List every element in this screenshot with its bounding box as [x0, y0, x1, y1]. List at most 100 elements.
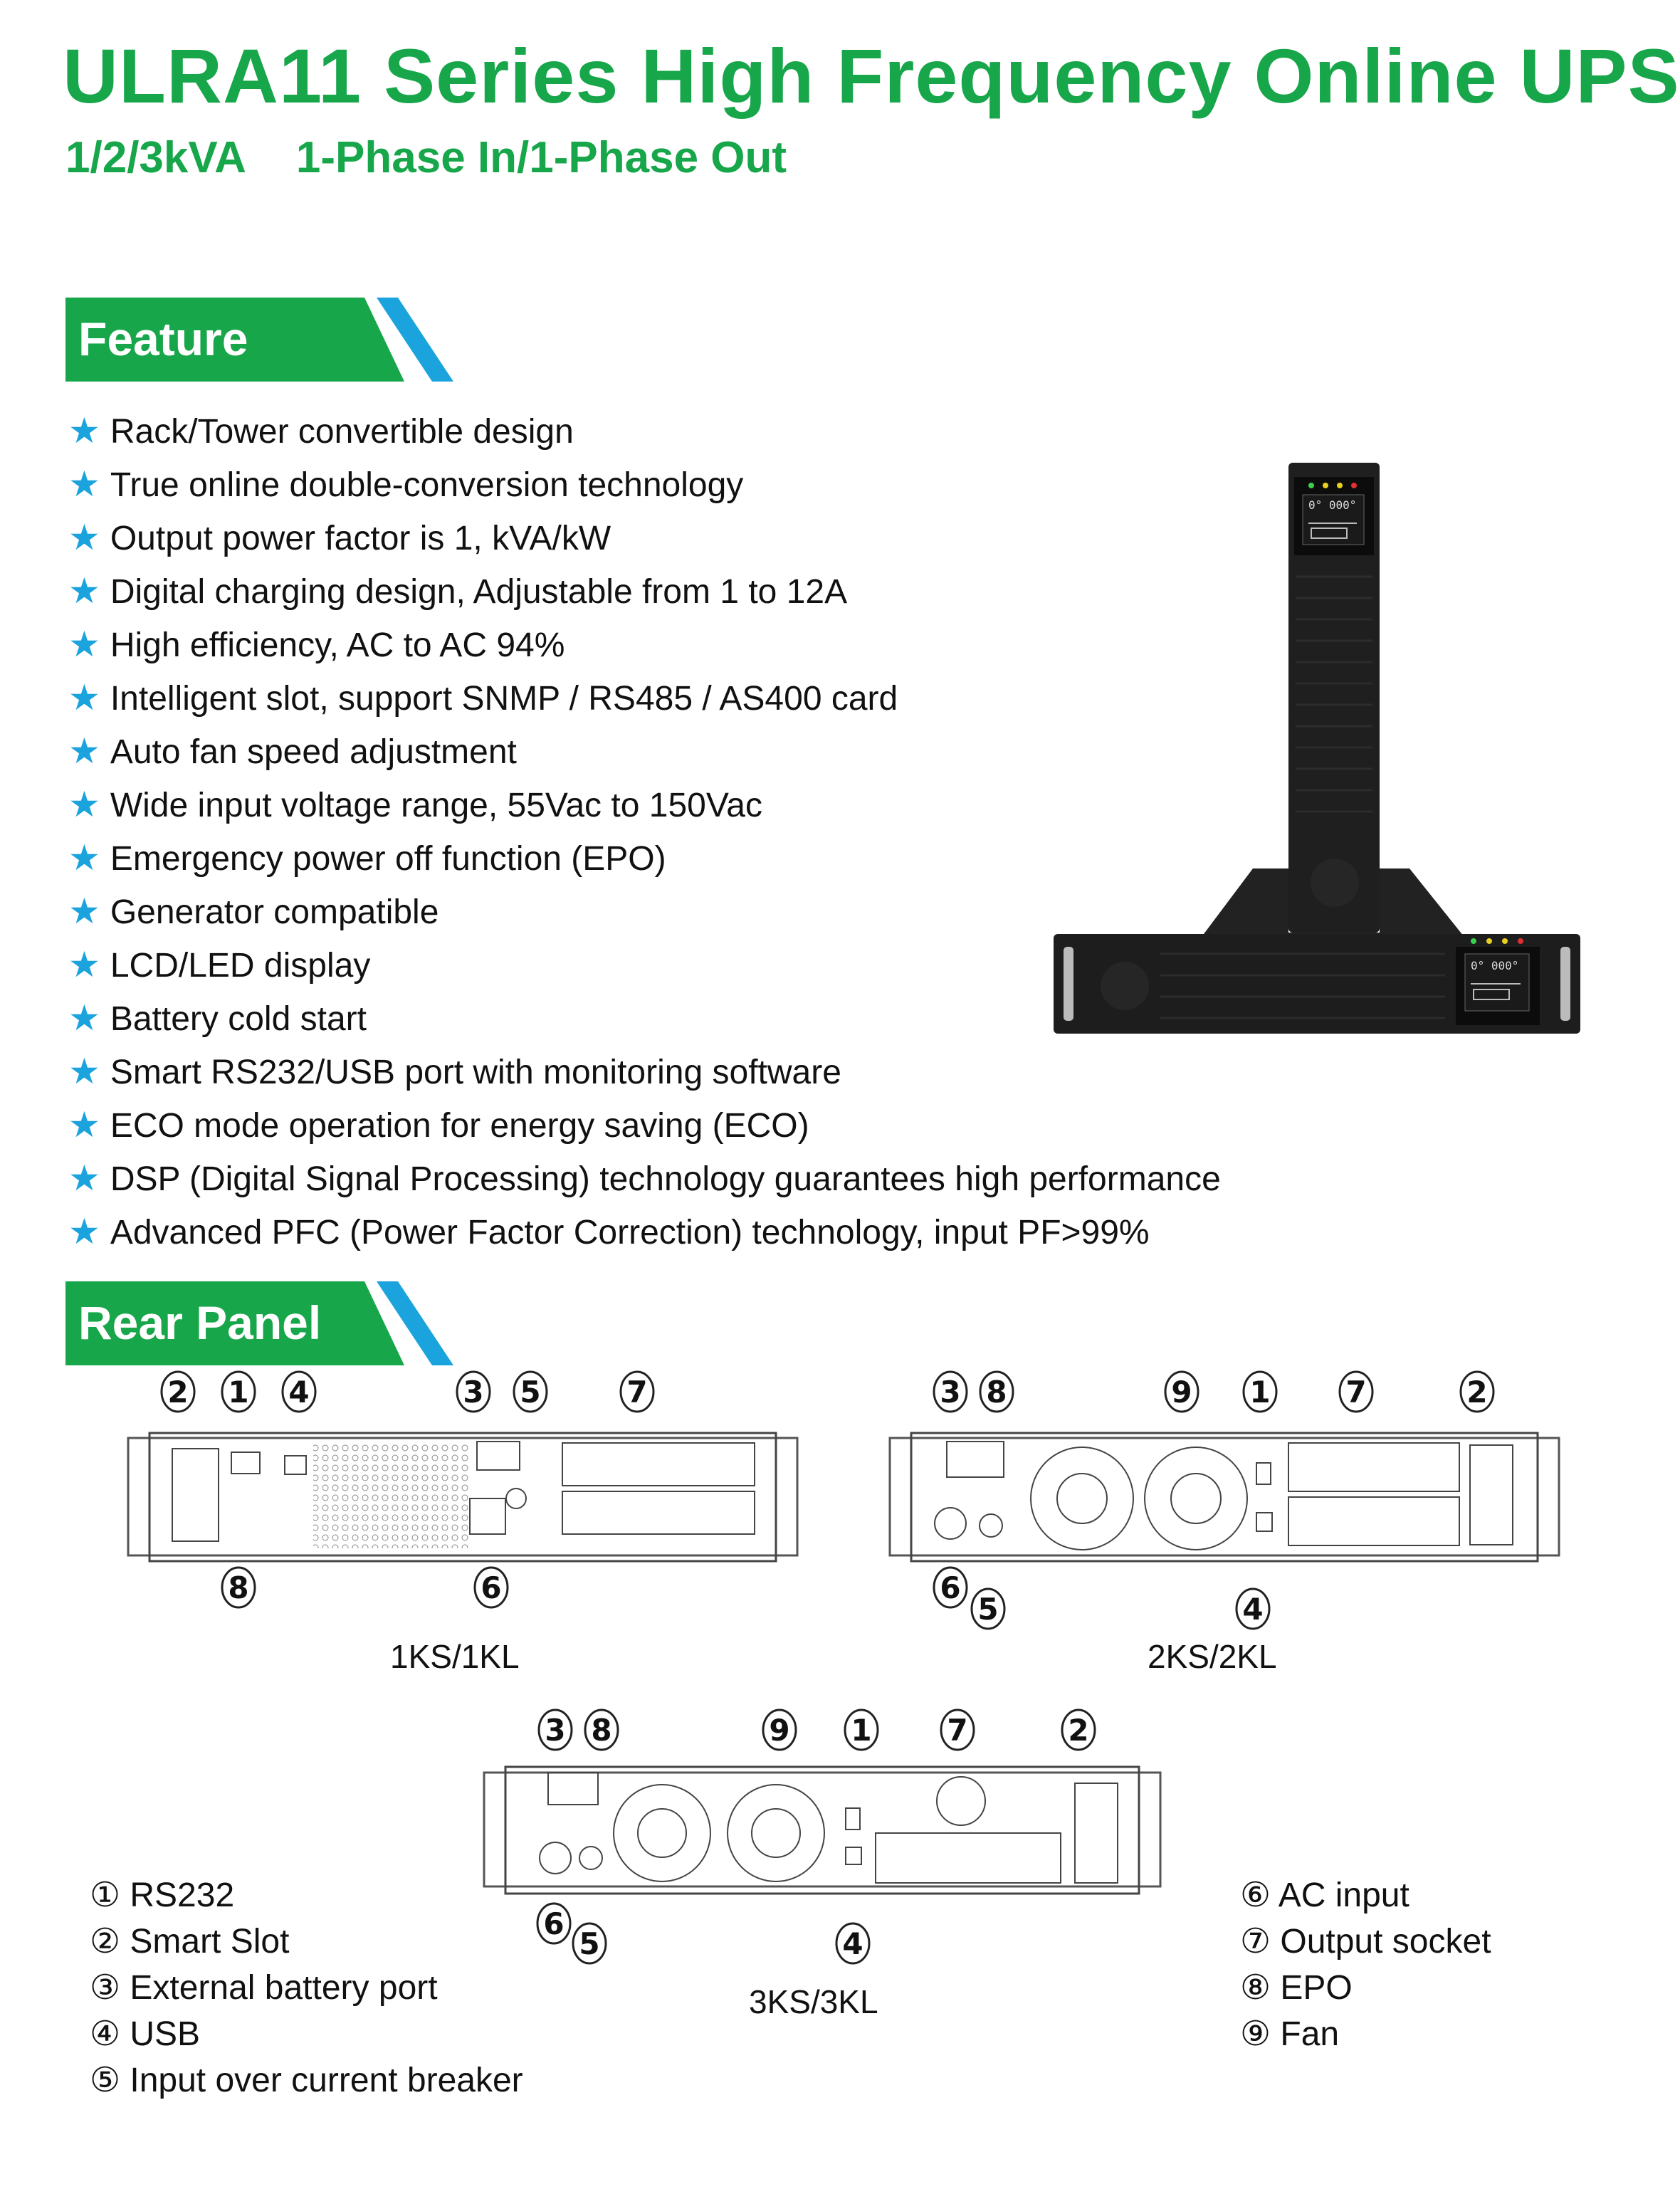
feature-text: DSP (Digital Signal Processing) technolo… [110, 1160, 1221, 1198]
callout-marker: 2 [1061, 1708, 1096, 1751]
callout-marker: 7 [619, 1370, 655, 1413]
callout-marker: 3 [456, 1370, 491, 1413]
feature-item: ★ Rack/Tower convertible design [68, 404, 1221, 458]
feature-item: ★Digital charging design, Adjustable fro… [68, 565, 1221, 618]
callout-marker: 3 [933, 1370, 968, 1413]
rear-panel-section-heading: Rear Panel [65, 1281, 464, 1365]
rear-panel-1k: 2 1 4 3 5 7 8 6 [127, 1370, 799, 1609]
panel-caption-1k: 1KS/1KL [390, 1638, 520, 1675]
callout-marker: 5 [970, 1587, 1006, 1630]
feature-item: ★High efficiency, AC to AC 94% [68, 618, 1221, 671]
bottom-callouts: 6 5 4 [536, 1902, 871, 1965]
feature-text: Emergency power off function (EPO) [110, 840, 666, 878]
top-callouts: 3 8 9 1 7 2 [933, 1370, 1495, 1413]
callout-label: 4 [1242, 1592, 1263, 1627]
callout-marker: 5 [572, 1922, 607, 1965]
feature-item: ★Output power factor is 1, kVA/kW [68, 511, 1221, 565]
star-icon: ★ [68, 624, 100, 664]
callout-label: 6 [481, 1570, 501, 1605]
legend-item: ④ USB [90, 2015, 201, 2053]
legend-item: ③ External battery port [90, 1969, 438, 2007]
callout-label: 9 [1171, 1375, 1192, 1410]
callout-marker: 6 [933, 1566, 968, 1609]
heading-band [65, 1281, 404, 1365]
feature-text: Auto fan speed adjustment [110, 733, 517, 771]
svg-text:0° 000°: 0° 000° [1471, 959, 1518, 972]
callout-label: 8 [228, 1570, 248, 1605]
feature-item: ★ Wide input voltage range, 55Vac to 150V… [68, 778, 1221, 831]
feature-text: Smart RS232/USB port with monitoring sof… [110, 1054, 841, 1091]
page-title: ULRA11 Series High Frequency Online UPS [63, 33, 1680, 119]
bottom-callouts: 6 5 4 [933, 1566, 1271, 1630]
callout-marker: 1 [844, 1708, 879, 1751]
callout-label: 7 [626, 1375, 647, 1410]
callout-label: 3 [463, 1375, 483, 1410]
feature-item: ★LCD/LED display [68, 938, 1221, 992]
phase-label: 1-Phase In/1-Phase Out [295, 133, 787, 182]
callout-label: 2 [1068, 1713, 1088, 1748]
feature-text: Rack/Tower convertible design [110, 413, 574, 451]
legend-item: ⑧ EPO [1240, 1969, 1353, 2007]
feature-section-heading: Feature [65, 298, 464, 382]
callout-label: 5 [520, 1375, 540, 1410]
callout-marker: 4 [835, 1922, 871, 1965]
star-icon: ★ [68, 998, 100, 1038]
rear-panel-2k: 3 8 9 1 7 2 6 5 4 [888, 1370, 1560, 1630]
bottom-callouts: 8 6 [221, 1566, 509, 1609]
star-icon: ★ [68, 1105, 100, 1145]
star-icon: ★ [68, 1158, 100, 1198]
legend-item: ⑨ Fan [1240, 2015, 1340, 2053]
callout-label: 6 [940, 1570, 960, 1605]
feature-item: ★Auto fan speed adjustment [68, 725, 1221, 778]
callout-marker: 3 [537, 1708, 573, 1751]
feature-item: ★Smart RS232/USB port with monitoring so… [68, 1045, 1221, 1098]
callout-marker: 4 [1235, 1587, 1271, 1630]
legend-item: ② Smart Slot [90, 1923, 290, 1960]
callout-marker: 1 [221, 1370, 256, 1413]
callout-label: 7 [947, 1713, 967, 1748]
callout-marker: 4 [281, 1370, 317, 1413]
star-icon: ★ [68, 571, 100, 611]
feature-list: ★Rack/Tower convertible design★True onli… [68, 404, 1221, 1259]
callout-label: 1 [851, 1713, 871, 1748]
feature-heading-label: Feature [78, 313, 248, 365]
feature-item: ★ Emergency power off function (EPO) [68, 831, 1221, 885]
callout-label: 5 [977, 1592, 998, 1627]
callout-label: 1 [228, 1375, 248, 1410]
callout-label: 5 [579, 1926, 599, 1961]
legend-item: ⑦ Output socket [1240, 1923, 1491, 1960]
top-callouts: 2 1 4 3 5 7 [160, 1370, 655, 1413]
callout-marker: 9 [1164, 1370, 1199, 1413]
feature-text: Wide input voltage range, 55Vac to 150Va… [110, 787, 762, 824]
feature-text: Intelligent slot, support SNMP / RS485 /… [110, 680, 898, 718]
callout-label: 3 [545, 1713, 565, 1748]
star-icon: ★ [68, 945, 100, 985]
feature-item: ★ DSP (Digital Signal Processing) technol… [68, 1152, 1221, 1205]
feature-text: Output power factor is 1, kVA/kW [110, 520, 611, 557]
callout-label: 6 [543, 1906, 564, 1941]
rear-panel-heading-label: Rear Panel [78, 1296, 322, 1349]
callout-label: 8 [591, 1713, 611, 1748]
callout-label: 9 [769, 1713, 789, 1748]
star-icon: ★ [68, 891, 100, 931]
callout-label: 7 [1345, 1375, 1366, 1410]
star-icon: ★ [68, 411, 100, 451]
callout-marker: 8 [979, 1370, 1014, 1413]
callout-label: 1 [1249, 1375, 1270, 1410]
callout-marker: 5 [513, 1370, 548, 1413]
feature-item: ★True online double-conversion technolog… [68, 458, 1221, 511]
star-icon: ★ [68, 784, 100, 824]
callout-label: 2 [167, 1375, 188, 1410]
feature-text: Advanced PFC (Power Factor Correction) t… [110, 1214, 1150, 1251]
panel-caption-2k: 2KS/2KL [1148, 1638, 1277, 1675]
star-icon: ★ [68, 1212, 100, 1251]
feature-text: True online double-conversion technology [110, 466, 744, 504]
star-icon: ★ [68, 678, 100, 718]
callout-marker: 1 [1242, 1370, 1278, 1413]
callout-marker: 9 [762, 1708, 797, 1751]
callout-label: 2 [1466, 1375, 1487, 1410]
capacity-label: 1/2/3kVA [65, 133, 246, 182]
star-icon: ★ [68, 838, 100, 878]
